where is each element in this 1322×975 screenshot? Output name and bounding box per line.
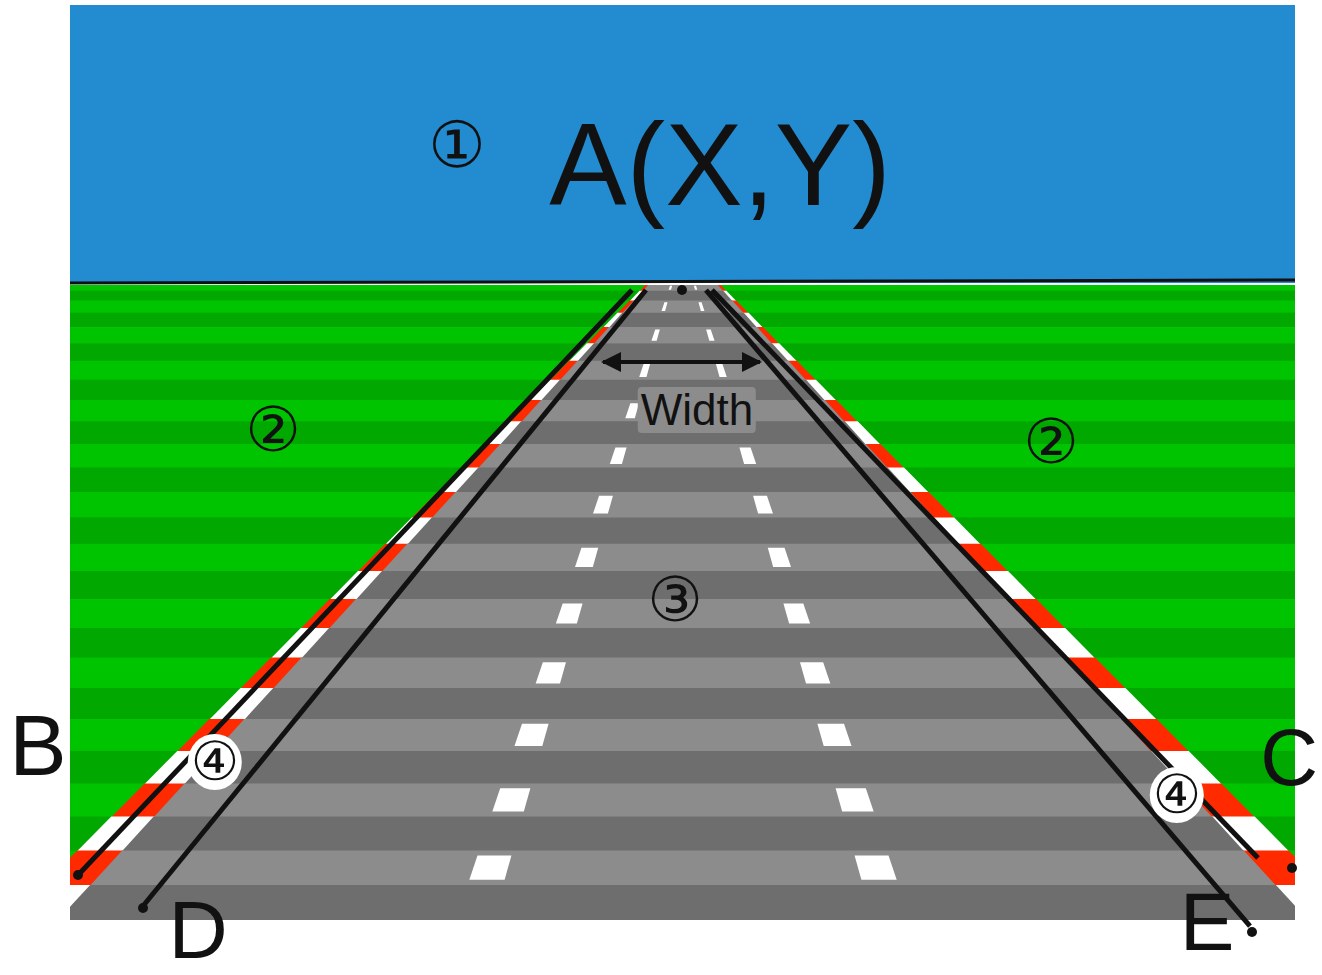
lane-dash — [662, 302, 668, 311]
curb-stripe — [240, 658, 1125, 689]
road-stripe — [244, 688, 1121, 720]
right-outer-line — [712, 290, 1258, 858]
lane-dash — [536, 662, 566, 683]
road-stripe — [456, 467, 911, 492]
road-stripe — [382, 544, 984, 572]
grass-stripe — [70, 817, 1295, 851]
left-outer-line — [80, 290, 632, 873]
lane-dash — [753, 496, 773, 514]
road-stripe — [90, 850, 1276, 885]
grass-stripe — [70, 517, 1295, 544]
lane-dash — [575, 548, 598, 567]
sky — [70, 5, 1295, 283]
grass-stripe — [70, 783, 1295, 817]
road-stripe — [432, 492, 934, 518]
grass-stripe — [70, 300, 1295, 313]
lane-dash — [593, 496, 613, 514]
lane-dash — [469, 856, 511, 880]
road-scene — [70, 285, 1295, 920]
width-arrow — [603, 360, 760, 364]
callout-number: ④ — [1150, 767, 1204, 823]
horizon-line — [70, 280, 1295, 283]
road-stripe — [407, 517, 958, 544]
point-d — [138, 903, 148, 913]
grass-stripe — [70, 850, 1295, 885]
grass-stripe — [70, 327, 1295, 344]
edge-lines — [80, 290, 1258, 926]
curb-stripe — [271, 628, 1095, 658]
curb-stripe — [70, 885, 1295, 920]
lane-dash — [639, 364, 650, 377]
curb-stripe — [385, 517, 980, 544]
point-a — [677, 285, 687, 295]
lane-dash — [492, 788, 530, 811]
grass-stripe — [70, 343, 1295, 361]
point-b — [73, 870, 83, 880]
grass-stripe — [70, 628, 1295, 658]
curb-stripe — [77, 817, 1288, 851]
road-stripe — [273, 658, 1092, 689]
callout-number: ④ — [188, 734, 242, 790]
curb-stripe — [412, 492, 954, 518]
lane-dash — [768, 548, 791, 567]
grass-stripe — [70, 492, 1295, 518]
lane-dash — [694, 286, 697, 290]
curb-stripe — [358, 544, 1008, 572]
grass-stripe — [70, 658, 1295, 689]
callout-number: ① — [428, 113, 485, 177]
lane-dash — [669, 286, 672, 290]
point-c — [1287, 863, 1297, 873]
grass-stripe — [70, 361, 1295, 381]
point-label: D — [168, 889, 227, 971]
lane-dash — [706, 329, 714, 340]
point-label: C — [1260, 718, 1318, 798]
road-stripe — [184, 751, 1181, 784]
curb-stripe — [209, 688, 1157, 720]
road-stripe — [122, 817, 1244, 851]
lane-dash — [783, 603, 810, 623]
curb-stripe — [437, 467, 928, 492]
curb-stripe — [111, 783, 1254, 817]
left-inner-line — [143, 290, 646, 906]
curb-stripe — [145, 751, 1222, 784]
grass-stripe — [70, 719, 1295, 751]
grass-stripe — [70, 544, 1295, 572]
callout-number: ③ — [647, 569, 703, 631]
lane-dash — [800, 662, 830, 683]
point-e — [1247, 927, 1257, 937]
point-label: E — [1180, 881, 1235, 963]
dimension-label: Width — [638, 387, 756, 433]
lane-dash — [716, 364, 727, 377]
lane-dash — [651, 329, 659, 340]
lane-dash — [514, 724, 548, 746]
grass-stripe — [70, 467, 1295, 492]
right-inner-line — [706, 290, 1250, 926]
road-stripe — [70, 885, 1295, 920]
lane-dash — [855, 856, 897, 880]
lane-dash — [556, 603, 583, 623]
point-label: A(X,Y) — [549, 107, 891, 223]
curb-stripe — [70, 850, 1295, 885]
road-stripe — [154, 783, 1213, 817]
curb-stripe — [177, 719, 1188, 751]
point-label: B — [9, 702, 66, 788]
grass-stripe — [70, 313, 1295, 328]
lane-dash — [739, 447, 756, 463]
callout-number: ② — [245, 399, 301, 461]
road-stripe — [478, 444, 887, 468]
lane-dash — [698, 302, 704, 311]
road-stripe — [302, 628, 1065, 658]
points — [73, 285, 1297, 937]
lane-dash — [817, 724, 851, 746]
road-stripe — [215, 719, 1152, 751]
lane-dash — [610, 447, 627, 463]
callout-number: ② — [1023, 411, 1079, 473]
lane-dash — [836, 788, 874, 811]
